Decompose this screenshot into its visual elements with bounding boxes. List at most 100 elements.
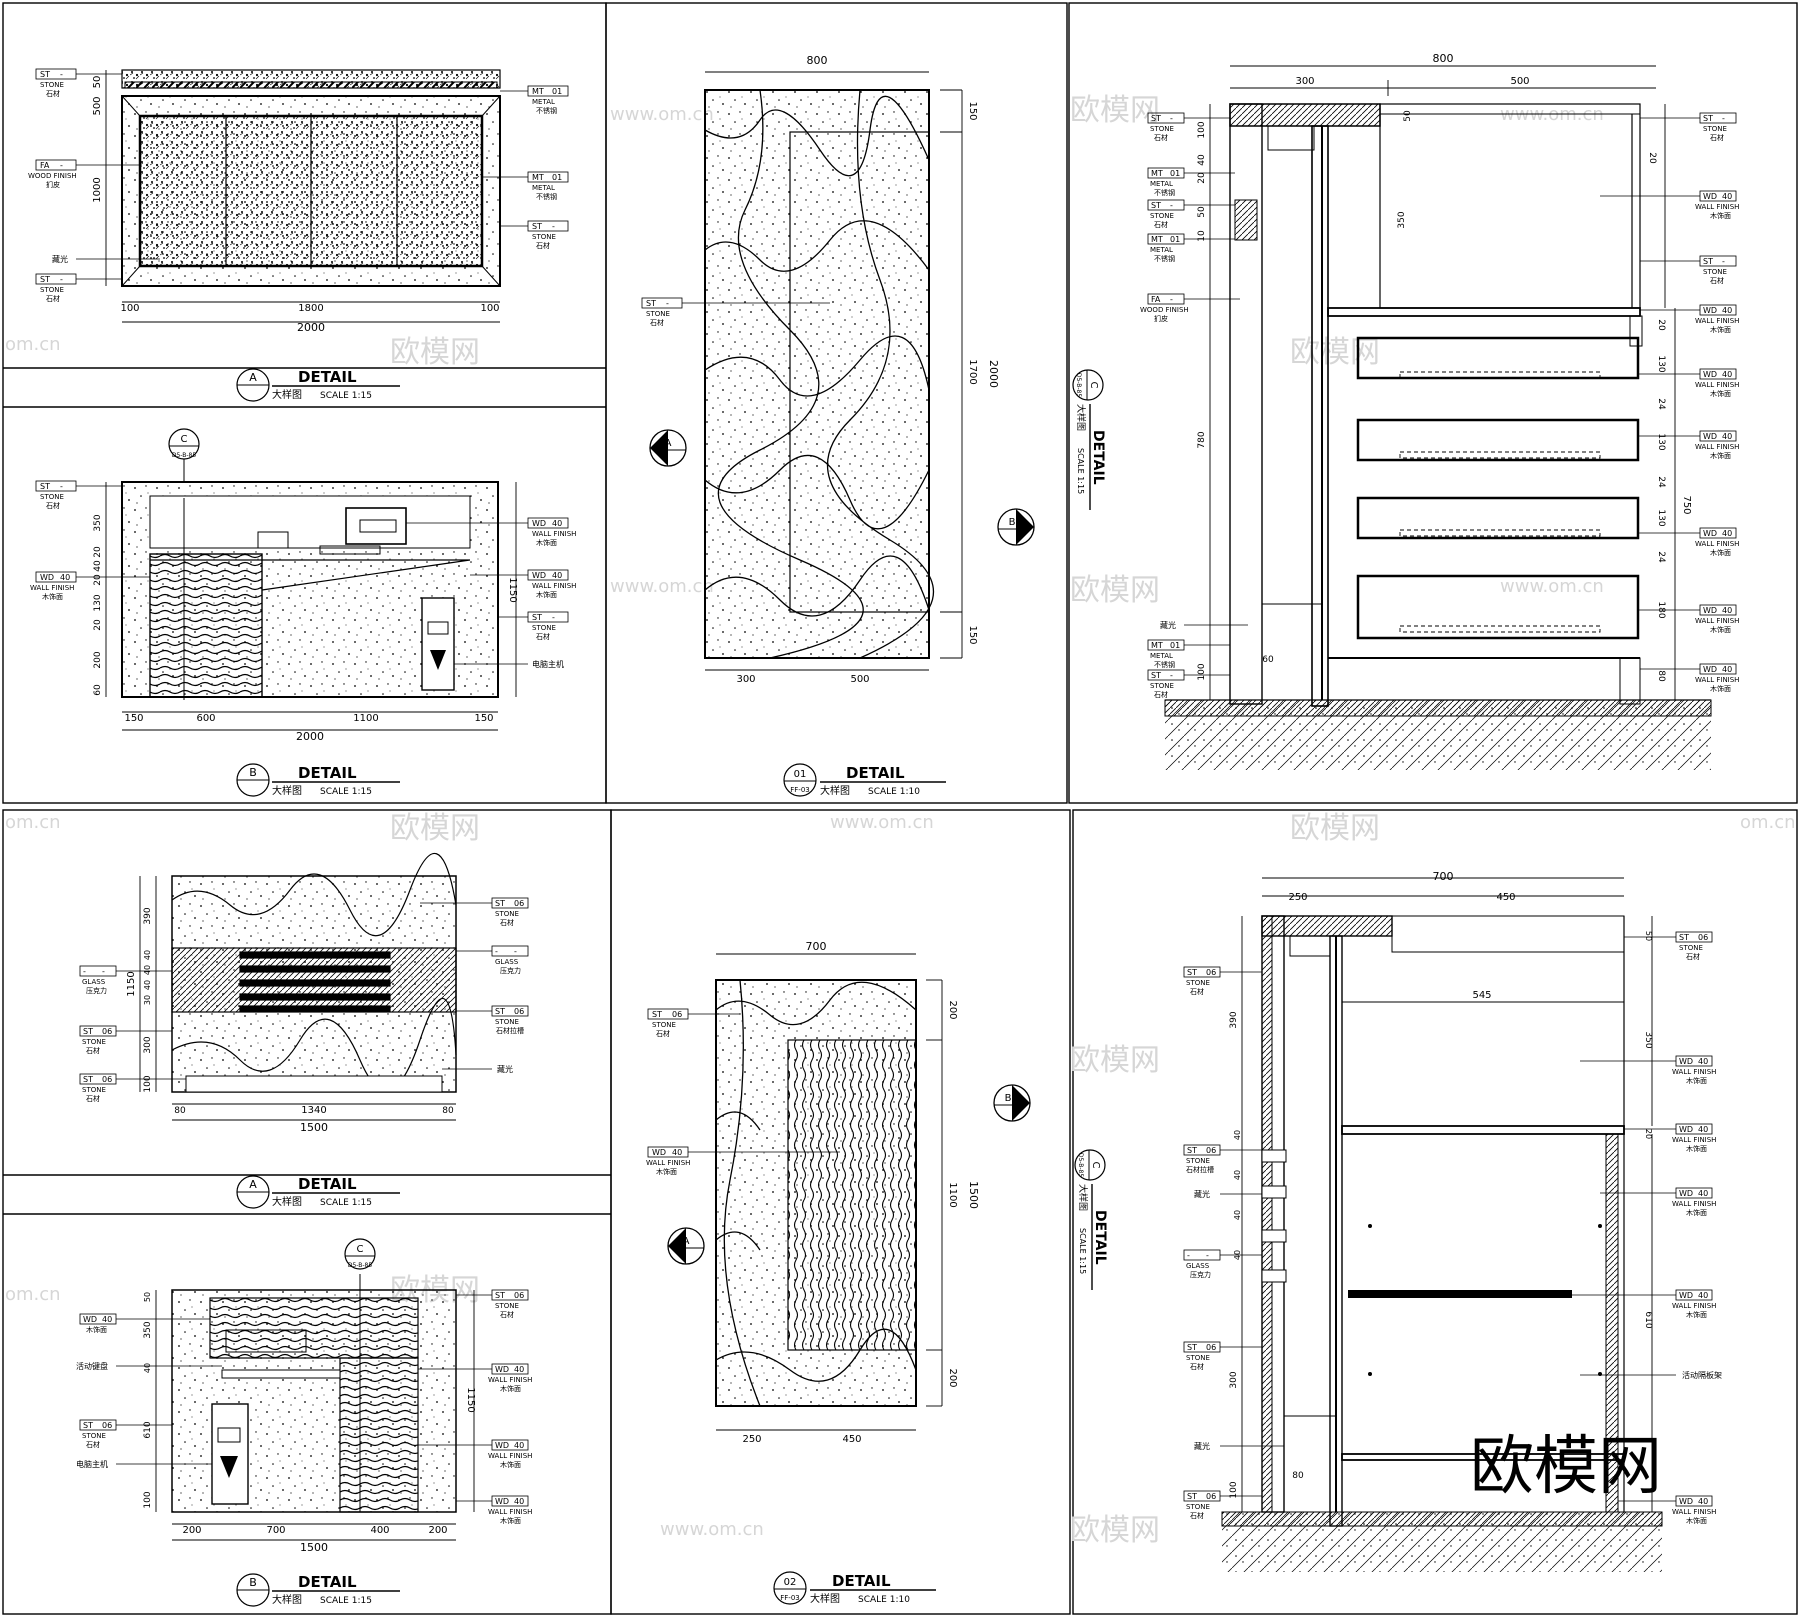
svg-text:WALL FINISH: WALL FINISH: [1695, 443, 1739, 451]
svg-text:STONE: STONE: [1186, 1503, 1210, 1511]
svg-text:40: 40: [1722, 606, 1732, 615]
svg-text:大样图: 大样图: [272, 784, 302, 797]
svg-text:2000: 2000: [296, 730, 324, 743]
svg-text:06: 06: [514, 899, 524, 908]
svg-text:DETAIL: DETAIL: [1092, 1210, 1108, 1265]
svg-text:STONE: STONE: [1150, 682, 1174, 690]
svg-text:电脑主机: 电脑主机: [76, 1459, 108, 1469]
svg-text:-: -: [60, 70, 63, 79]
svg-text:石材: 石材: [46, 89, 60, 98]
svg-text:200: 200: [428, 1525, 447, 1536]
svg-text:06: 06: [102, 1421, 112, 1430]
svg-text:-: -: [1722, 114, 1725, 123]
svg-text:-: -: [514, 947, 517, 956]
svg-text:-: -: [495, 947, 498, 956]
svg-text:01: 01: [1170, 641, 1180, 650]
svg-text:2000: 2000: [987, 360, 1000, 388]
svg-text:石材: 石材: [1710, 276, 1724, 285]
svg-text:WD: WD: [495, 1441, 509, 1450]
svg-text:600: 600: [196, 713, 215, 724]
svg-text:WALL FINISH: WALL FINISH: [1672, 1200, 1716, 1208]
svg-text:大样图: 大样图: [272, 1593, 302, 1606]
svg-text:130: 130: [1656, 433, 1666, 450]
svg-text:欧模网: 欧模网: [1070, 93, 1160, 128]
svg-text:300: 300: [143, 1036, 153, 1053]
svg-text:200: 200: [93, 651, 103, 668]
svg-text:130: 130: [93, 594, 103, 611]
svg-text:1000: 1000: [92, 177, 103, 202]
svg-text:DETAIL: DETAIL: [832, 1572, 891, 1590]
svg-text:木饰面: 木饰面: [1710, 625, 1731, 634]
svg-text:MT: MT: [1151, 235, 1163, 244]
svg-text:木饰面: 木饰面: [500, 1460, 521, 1469]
svg-text:om.cn: om.cn: [5, 812, 61, 833]
svg-text:STONE: STONE: [495, 910, 519, 918]
panel-a-bottom: 390 40 40 40 30 300 100 1150 80 1340 80 …: [79, 853, 529, 1209]
svg-text:50: 50: [1403, 110, 1413, 122]
svg-text:欧模网: 欧模网: [1070, 1513, 1160, 1548]
svg-text:2000: 2000: [297, 321, 325, 334]
svg-text:06: 06: [1206, 1492, 1216, 1501]
svg-text:ST: ST: [1679, 933, 1689, 942]
svg-text:木饰面: 木饰面: [1710, 548, 1731, 557]
svg-text:欧模网: 欧模网: [1070, 1043, 1160, 1078]
svg-text:40: 40: [1722, 192, 1732, 201]
svg-text:50: 50: [1644, 931, 1653, 941]
svg-text:500: 500: [850, 674, 869, 685]
svg-text:石材: 石材: [650, 318, 664, 327]
svg-text:FA: FA: [1151, 295, 1161, 304]
svg-text:60: 60: [1262, 655, 1274, 665]
svg-text:01: 01: [552, 87, 562, 96]
svg-text:350: 350: [93, 514, 103, 531]
svg-text:750: 750: [1681, 495, 1692, 514]
svg-text:-: -: [666, 299, 669, 308]
svg-text:06: 06: [514, 1007, 524, 1016]
svg-text:om.cn: om.cn: [1740, 812, 1796, 833]
svg-text:80: 80: [1292, 1471, 1304, 1481]
svg-text:1150: 1150: [126, 971, 137, 996]
svg-text:1100: 1100: [353, 713, 378, 724]
svg-text:10: 10: [1197, 230, 1207, 242]
svg-text:01: 01: [794, 769, 807, 780]
svg-text:活动键盘: 活动键盘: [76, 1361, 108, 1371]
svg-text:www.om.cn: www.om.cn: [1500, 576, 1604, 597]
svg-text:SCALE 1:15: SCALE 1:15: [320, 1198, 372, 1208]
svg-text:石材拉槽: 石材拉槽: [1186, 1165, 1214, 1174]
svg-text:-: -: [1170, 671, 1173, 680]
svg-text:40: 40: [143, 980, 152, 990]
svg-text:40: 40: [1698, 1125, 1708, 1134]
svg-text:欧模网: 欧模网: [390, 811, 480, 846]
svg-text:木饰面: 木饰面: [1686, 1076, 1707, 1085]
svg-text:WD: WD: [1703, 665, 1717, 674]
svg-text:80: 80: [1656, 670, 1666, 682]
svg-text:SCALE 1:10: SCALE 1:10: [868, 787, 920, 797]
svg-text:木饰面: 木饰面: [1710, 389, 1731, 398]
svg-text:100: 100: [1197, 121, 1207, 138]
svg-text:ST: ST: [1187, 1146, 1197, 1155]
svg-text:-: -: [1206, 1251, 1209, 1260]
svg-text:ST: ST: [40, 275, 50, 284]
svg-text:C: C: [1088, 382, 1099, 389]
svg-text:130: 130: [1656, 355, 1666, 372]
svg-text:40: 40: [1722, 370, 1732, 379]
svg-text:800: 800: [1433, 52, 1454, 65]
svg-text:24: 24: [1656, 398, 1666, 410]
svg-text:100: 100: [143, 1075, 153, 1092]
svg-text:350: 350: [143, 1321, 153, 1338]
svg-text:B: B: [249, 1576, 257, 1589]
svg-text:-: -: [60, 482, 63, 491]
svg-text:METAL: METAL: [532, 98, 555, 106]
svg-text:大样图: 大样图: [272, 388, 302, 401]
svg-text:ST: ST: [532, 613, 542, 622]
svg-text:ST: ST: [532, 222, 542, 231]
svg-text:100: 100: [120, 303, 139, 314]
svg-text:大样图: 大样图: [820, 784, 850, 797]
svg-text:石材: 石材: [1190, 987, 1204, 996]
svg-text:D5-B-85: D5-B-85: [172, 452, 196, 459]
svg-text:40: 40: [514, 1497, 524, 1506]
svg-text:40: 40: [514, 1441, 524, 1450]
svg-text:20: 20: [1197, 172, 1207, 184]
svg-text:06: 06: [102, 1075, 112, 1084]
svg-text:WALL FINISH: WALL FINISH: [1672, 1508, 1716, 1516]
